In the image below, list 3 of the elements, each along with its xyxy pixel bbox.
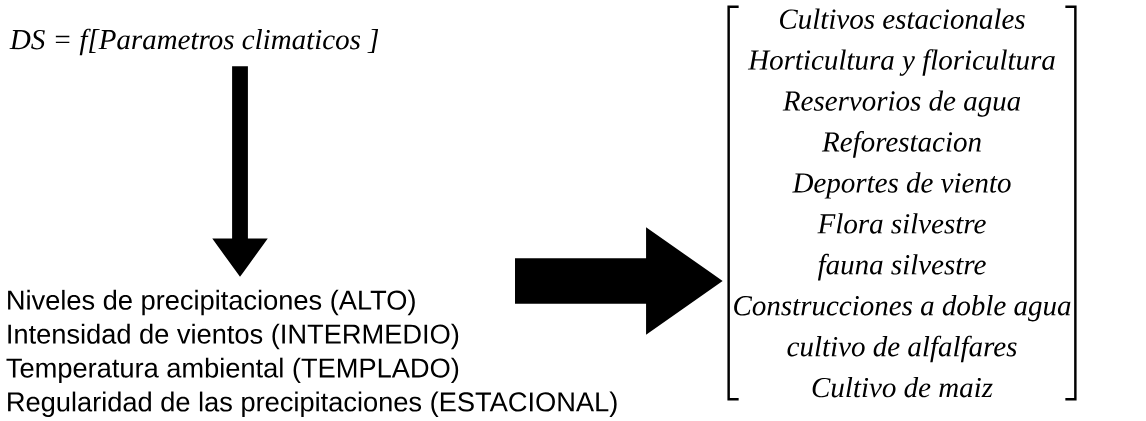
formula: DS = f[Parametros climaticos ] (9, 28, 379, 56)
parameter-list: Niveles de precipitaciones (ALTO) Intensidad de vientos (INTERMEDIO) Temperatura ambiental (TEMPLADO) Regularidad de las precipitaciones (ESTACIONAL) (6, 289, 617, 417)
activity-list: Cultivos estacionales Horticultura y floricultura Reservorios de agua Reforestacion Deportes de viento Flora silvestre fauna silvestre Construcciones a doble agua cultivo de alfalfares Cultivo de maiz (734, 8, 1071, 398)
